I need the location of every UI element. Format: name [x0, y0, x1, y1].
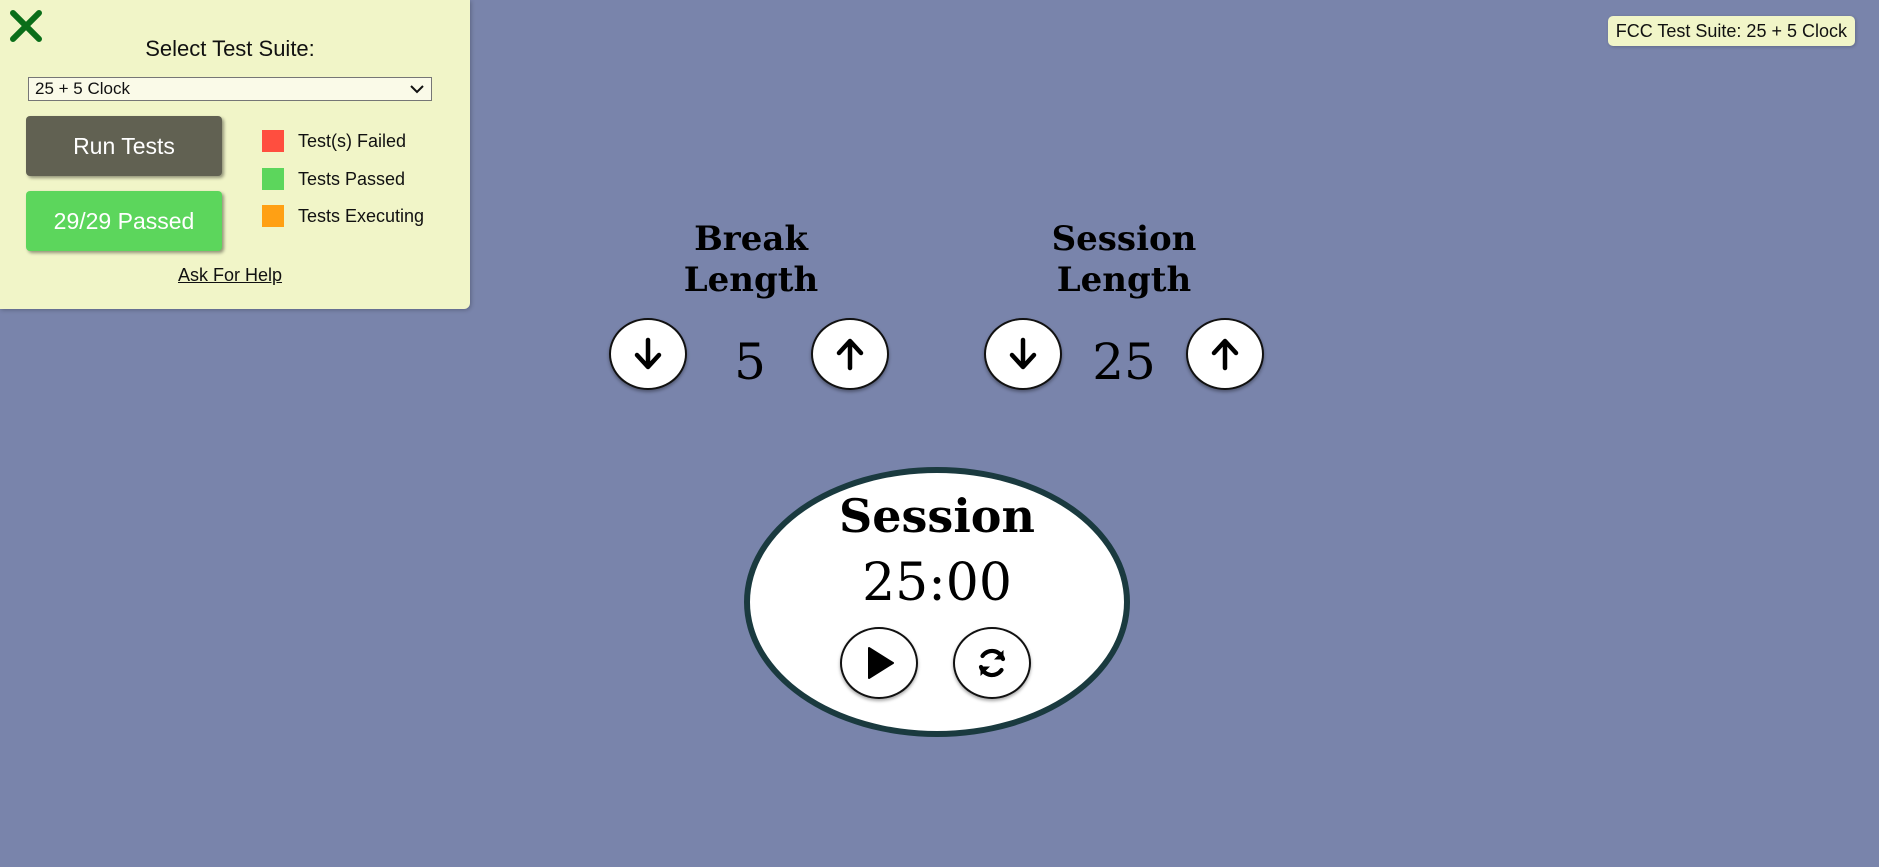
ask-for-help-link[interactable]: Ask For Help — [177, 265, 283, 285]
start-stop-button[interactable] — [840, 627, 918, 699]
chevron-down-icon — [410, 85, 424, 94]
legend-executing-label: Tests Executing — [298, 205, 425, 226]
select-suite-label: Select Test Suite: — [145, 36, 315, 61]
fcc-suite-badge[interactable]: FCC Test Suite: 25 + 5 Clock — [1607, 16, 1855, 46]
break-decrement-button[interactable] — [609, 318, 687, 390]
arrow-up-icon — [836, 338, 864, 371]
break-label: Break Length — [683, 219, 819, 300]
reset-button[interactable] — [953, 627, 1031, 699]
play-icon — [868, 647, 894, 679]
legend-failed-swatch — [262, 130, 284, 152]
legend-passed-label: Tests Passed — [298, 168, 406, 189]
legend-failed-label: Test(s) Failed — [298, 130, 407, 151]
legend-executing-swatch — [262, 205, 284, 227]
session-decrement-button[interactable] — [984, 318, 1062, 390]
time-left: 25:00 — [862, 553, 1012, 613]
arrow-up-icon — [1211, 338, 1239, 371]
legend-executing: Tests Executing — [262, 204, 424, 228]
legend-failed: Test(s) Failed — [262, 129, 406, 153]
legend-passed: Tests Passed — [262, 167, 405, 191]
session-increment-button[interactable] — [1186, 318, 1264, 390]
timer-label: Session — [839, 489, 1035, 543]
session-length-value: 25 — [1092, 333, 1156, 391]
sync-icon — [978, 648, 1006, 678]
break-increment-button[interactable] — [811, 318, 889, 390]
session-label: Session Length — [1051, 219, 1197, 300]
arrow-down-icon — [634, 337, 662, 370]
timer-display — [744, 467, 1130, 737]
fcc-test-panel: Select Test Suite: 25 + 5 Clock Run Test… — [0, 0, 470, 309]
legend-passed-swatch — [262, 168, 284, 190]
close-icon[interactable] — [8, 8, 44, 44]
break-length-value: 5 — [734, 333, 766, 391]
test-suite-select[interactable]: 25 + 5 Clock — [28, 77, 432, 101]
tests-passed-button[interactable]: 29/29 Passed — [26, 191, 222, 251]
arrow-down-icon — [1009, 337, 1037, 370]
test-suite-select-value: 25 + 5 Clock — [35, 79, 130, 98]
run-tests-button[interactable]: Run Tests — [26, 116, 222, 176]
